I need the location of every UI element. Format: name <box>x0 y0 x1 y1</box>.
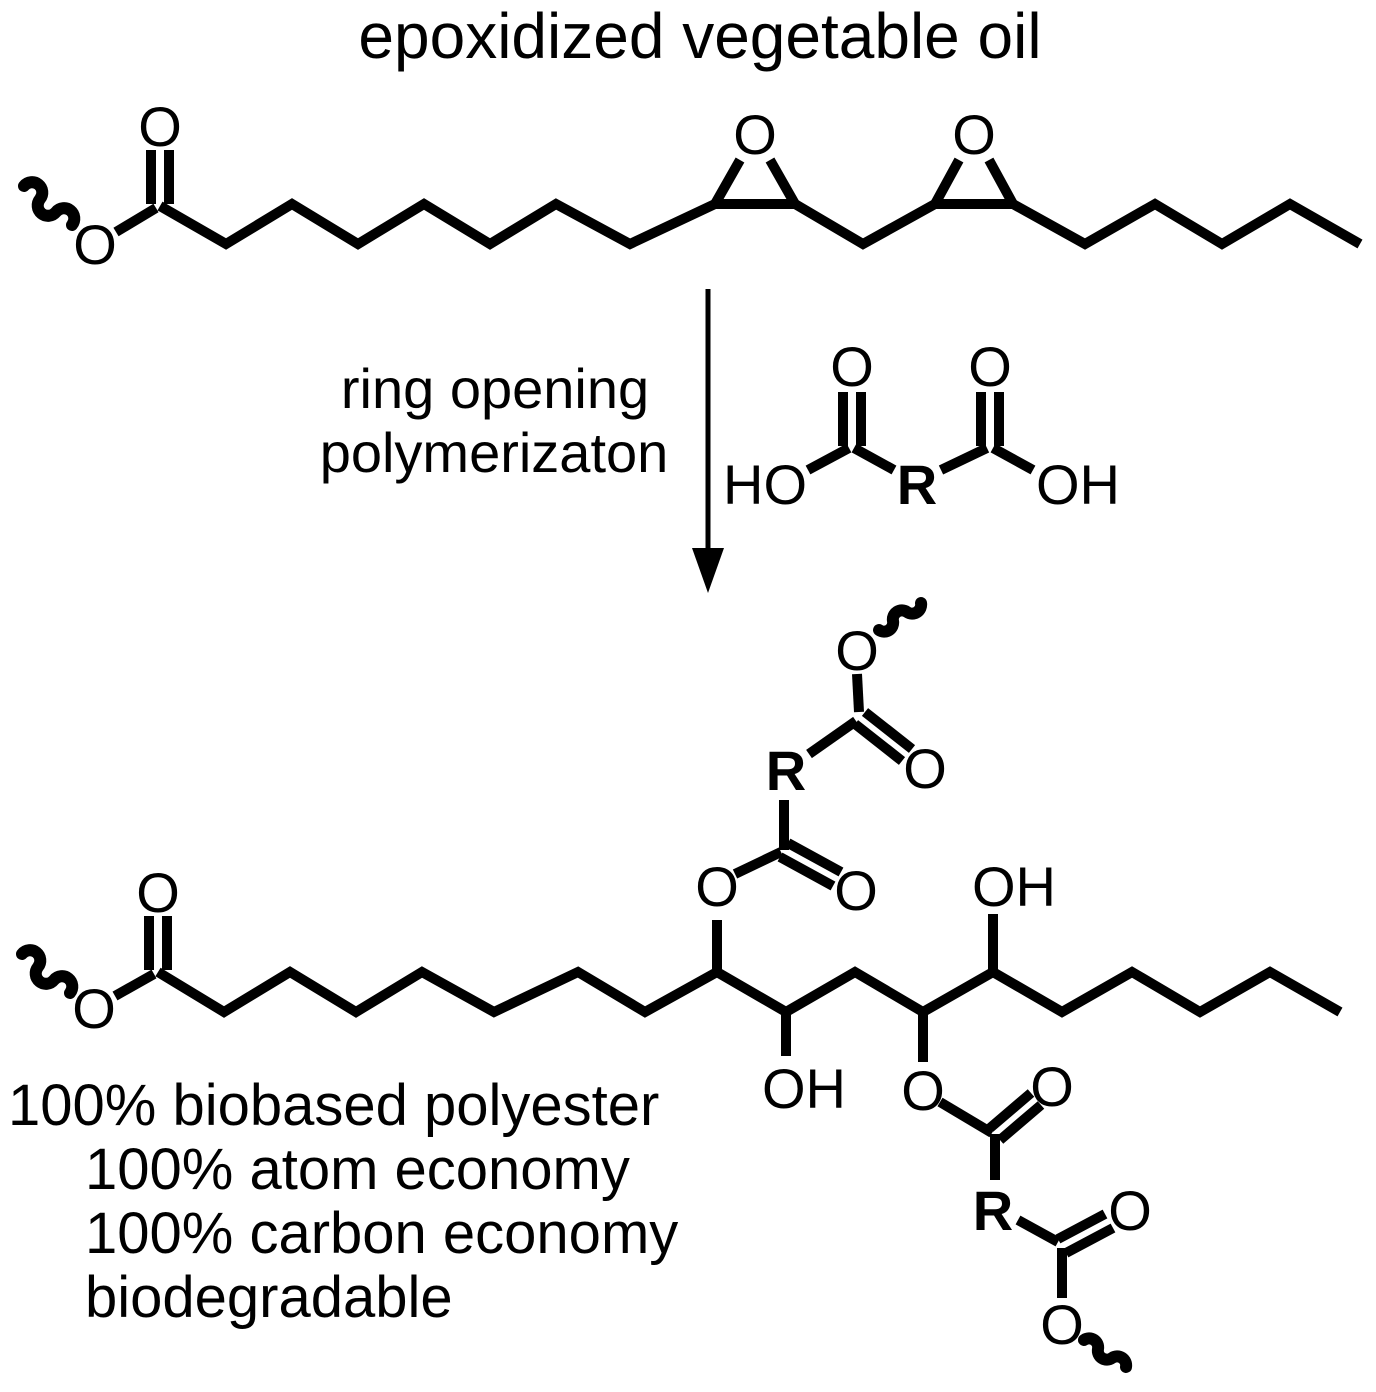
diacid-c-r-bond-2 <box>938 443 990 475</box>
upper-branch-ester-oxygen-label: O <box>695 855 739 918</box>
product-properties-text: 100% biobased polyester 100% atom econom… <box>8 1073 678 1330</box>
upper-branch-carbonyl-oxygen-2: O <box>903 737 947 800</box>
reactant-epoxidized-oil-structure: O O O O <box>18 95 1363 276</box>
ester-carbonyl-double-bond <box>146 150 174 204</box>
carbonyl-oxygen-label: O <box>138 95 182 158</box>
chain-hydroxyl-label-right: OH <box>972 855 1056 918</box>
upper-branch-o-c-bond <box>732 847 784 879</box>
ester-oxygen-label: O <box>73 213 117 276</box>
epoxide-oxygen-label-2: O <box>952 103 996 166</box>
upper-branch-c-o-bond <box>852 673 864 713</box>
product-polyester-structure: O O O O R O O OH OH O O R O O <box>16 597 1343 1373</box>
diacid-carbonyl-double-bond-2 <box>976 392 1004 446</box>
diacid-ho-c-bond <box>805 443 852 475</box>
reaction-condition-line-2: polymerizaton <box>320 421 669 484</box>
lower-branch-ester-oxygen-label: O <box>901 1059 945 1122</box>
upper-branch-carbonyl-double-bond-2 <box>851 708 916 765</box>
product-continuation-squiggle-left <box>16 944 79 999</box>
lower-branch-chain-oxygen-label: O <box>1040 1293 1084 1356</box>
upper-branch-r-group-label: R <box>766 739 806 802</box>
diacid-carbonyl-oxygen-1: O <box>830 335 874 398</box>
upper-branch-continuation-squiggle <box>873 597 928 638</box>
property-line-biobased: 100% biobased polyester <box>8 1073 659 1138</box>
epoxide-c-o-bonds <box>710 157 1018 207</box>
lower-branch-carbonyl-double-bond-1 <box>986 1089 1045 1144</box>
diacid-reagent-structure: HO O R O OH <box>723 335 1120 516</box>
upper-branch-carbonyl-double-bond-1 <box>777 838 844 891</box>
arrow-head <box>692 548 724 593</box>
lower-branch-carbonyl-oxygen-2: O <box>1108 1179 1152 1242</box>
diacid-carbonyl-oxygen-2: O <box>968 335 1012 398</box>
lower-branch-r-c-bond <box>1015 1215 1061 1247</box>
lower-branch-continuation-squiggle <box>1078 1332 1133 1373</box>
property-line-carbon-economy: 100% carbon economy <box>85 1201 678 1266</box>
scheme-title: epoxidized vegetable oil <box>358 0 1041 72</box>
product-carbonyl-oxygen-label: O <box>136 861 180 924</box>
product-chain-skeleton <box>155 966 1343 1018</box>
property-line-biodegradable: biodegradable <box>85 1265 453 1330</box>
upper-branch-chain-oxygen-label: O <box>835 619 879 682</box>
upper-branch-r-c-bond <box>806 716 859 759</box>
lower-branch-carbonyl-oxygen-1: O <box>1030 1055 1074 1118</box>
upper-branch-carbonyl-oxygen-1: O <box>834 859 878 922</box>
product-ester-oxygen-label: O <box>72 977 116 1040</box>
diacid-c-r-bond-1 <box>851 443 897 475</box>
product-ester-carbonyl-double-bond <box>144 916 172 970</box>
property-line-atom-economy: 100% atom economy <box>85 1137 630 1202</box>
diacid-carbonyl-double-bond-1 <box>838 392 866 446</box>
reaction-arrow <box>692 289 724 593</box>
lower-branch-o-c-bond <box>937 1097 995 1138</box>
polymer-continuation-squiggle-bond <box>18 176 81 231</box>
chain-hydroxyl-label-left: OH <box>762 1057 846 1120</box>
reaction-condition-line-1: ring opening <box>341 357 649 420</box>
diacid-r-group-label: R <box>897 453 937 516</box>
lower-branch-r-group-label: R <box>973 1179 1013 1242</box>
product-ester-o-c-bond <box>112 969 157 1001</box>
epoxide-oxygen-label-1: O <box>733 103 777 166</box>
diacid-oh-label: OH <box>1036 453 1120 516</box>
diacid-ho-label: HO <box>723 453 807 516</box>
ester-o-c-bond <box>113 203 159 237</box>
diacid-c-oh-bond <box>990 443 1036 475</box>
lower-branch-carbonyl-double-bond-2 <box>1055 1209 1116 1258</box>
fatty-acid-chain-skeleton <box>157 198 1363 250</box>
